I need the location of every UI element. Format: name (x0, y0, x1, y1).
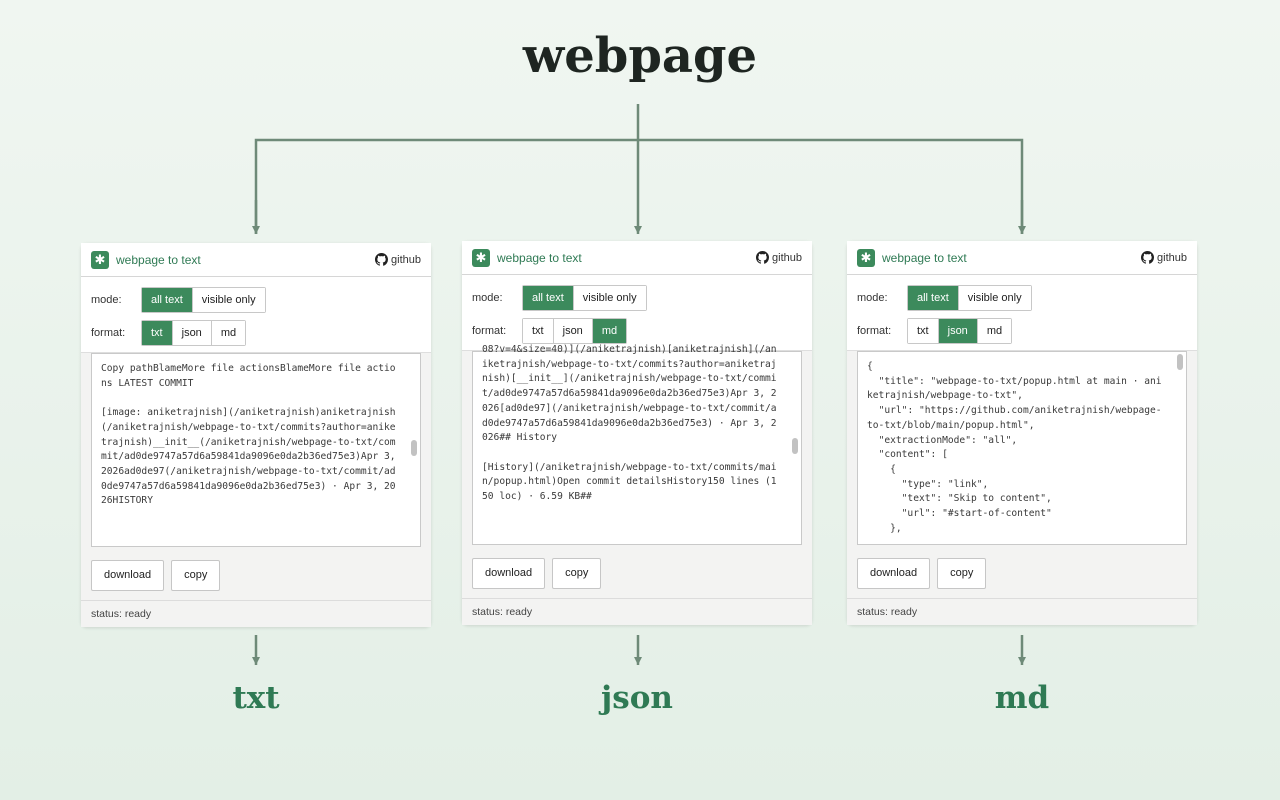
extension-popup-txt: ✱ webpage to text github mode: all text … (81, 243, 431, 627)
format-json-button[interactable]: json (171, 321, 211, 345)
popup-title: webpage to text (116, 252, 201, 267)
bug-icon: ✱ (91, 250, 109, 269)
copy-button[interactable]: copy (552, 558, 602, 589)
github-link[interactable]: github (375, 253, 421, 266)
format-json-button[interactable]: json (937, 319, 977, 343)
format-toggle: txt json md (141, 320, 247, 346)
github-label: github (391, 253, 421, 266)
format-label: format: (472, 325, 507, 337)
format-txt-button[interactable]: txt (908, 319, 938, 343)
status-text: status: ready (847, 598, 1197, 625)
status-text: status: ready (462, 598, 812, 625)
options-panel: mode: all text visible only format: txt … (462, 275, 812, 351)
download-button[interactable]: download (472, 558, 546, 589)
branch-line (254, 138, 1024, 234)
format-json-button[interactable]: json (552, 319, 592, 343)
format-md-button[interactable]: md (976, 319, 1012, 343)
status-text: status: ready (81, 600, 431, 627)
popup-title: webpage to text (497, 250, 582, 265)
diagram-title: webpage (522, 28, 758, 84)
popup-header: ✱ webpage to text github (847, 241, 1197, 275)
output-textarea[interactable]: { "title": "webpage-to-txt/popup.html at… (857, 351, 1187, 545)
format-md-button[interactable]: md (591, 319, 627, 343)
github-label: github (772, 251, 802, 264)
output-label-txt: txt (232, 680, 280, 716)
bug-icon: ✱ (472, 248, 490, 267)
github-icon (375, 253, 389, 266)
options-panel: mode: all text visible only format: txt … (847, 275, 1197, 351)
mode-all-text-button[interactable]: all text (908, 286, 958, 310)
scrollbar-thumb[interactable] (1177, 354, 1183, 370)
format-md-button[interactable]: md (210, 321, 246, 345)
github-label: github (1157, 251, 1187, 264)
download-button[interactable]: download (857, 558, 931, 589)
mode-visible-only-button[interactable]: visible only (572, 286, 646, 310)
mode-toggle: all text visible only (141, 287, 266, 313)
mode-toggle: all text visible only (522, 285, 647, 311)
mode-all-text-button[interactable]: all text (523, 286, 573, 310)
mode-all-text-button[interactable]: all text (142, 288, 192, 312)
github-link[interactable]: github (756, 251, 802, 264)
extension-popup-md: ✱ webpage to text github mode: all text … (847, 241, 1197, 625)
output-textarea[interactable]: 08?v=4&size=40)](/aniketrajnish)[aniketr… (472, 344, 802, 545)
mode-label: mode: (472, 292, 503, 304)
output-text: { "title": "webpage-to-txt/popup.html at… (867, 361, 1162, 534)
mode-visible-only-button[interactable]: visible only (957, 286, 1031, 310)
mode-label: mode: (857, 292, 888, 304)
download-button[interactable]: download (91, 560, 165, 591)
popup-header: ✱ webpage to text github (462, 241, 812, 275)
format-txt-button[interactable]: txt (142, 321, 172, 345)
mode-toggle: all text visible only (907, 285, 1032, 311)
mode-visible-only-button[interactable]: visible only (191, 288, 265, 312)
format-label: format: (91, 327, 126, 339)
copy-button[interactable]: copy (937, 558, 987, 589)
scrollbar-thumb[interactable] (792, 438, 798, 454)
format-toggle: txt json md (522, 318, 628, 344)
github-icon (1141, 251, 1155, 264)
extension-popup-json: ✱ webpage to text github mode: all text … (462, 241, 812, 625)
mode-label: mode: (91, 294, 122, 306)
output-label-md: md (994, 680, 1050, 716)
github-icon (756, 251, 770, 264)
github-link[interactable]: github (1141, 251, 1187, 264)
options-panel: mode: all text visible only format: txt … (81, 277, 431, 353)
scrollbar-thumb[interactable] (411, 440, 417, 456)
output-text: Copy pathBlameMore file actionsBlameMore… (101, 363, 396, 507)
output-textarea[interactable]: Copy pathBlameMore file actionsBlameMore… (91, 353, 421, 547)
copy-button[interactable]: copy (171, 560, 221, 591)
popup-title: webpage to text (882, 250, 967, 265)
format-toggle: txt json md (907, 318, 1013, 344)
bug-icon: ✱ (857, 248, 875, 267)
output-label-json: json (601, 680, 673, 716)
popup-header: ✱ webpage to text github (81, 243, 431, 277)
format-txt-button[interactable]: txt (523, 319, 553, 343)
output-text: 08?v=4&size=40)](/aniketrajnish)[aniketr… (482, 344, 777, 503)
format-label: format: (857, 325, 892, 337)
